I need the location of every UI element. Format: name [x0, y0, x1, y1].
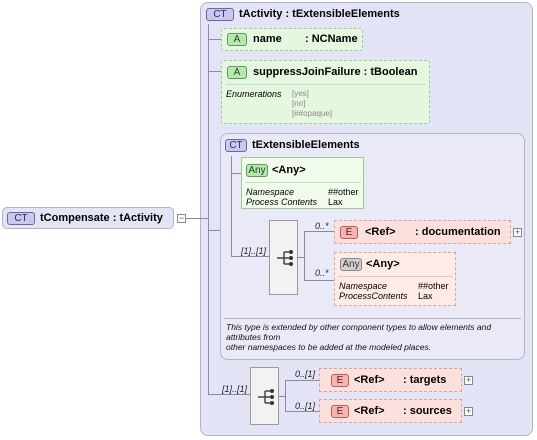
sequence-occurrence: [1]..[1]: [241, 246, 267, 256]
connector-line: [208, 39, 221, 40]
any-element[interactable]: Any <Any> Namespace ##other ProcessConte…: [334, 252, 456, 306]
process-contents-label: Process Contents: [246, 197, 318, 207]
attribute-name-label: name: [253, 33, 282, 45]
connector-line: [304, 231, 334, 232]
expand-icon[interactable]: +: [464, 375, 473, 385]
sources-occurrence: 0..[1]: [295, 401, 316, 411]
expand-icon[interactable]: +: [464, 406, 473, 416]
connector-line: [298, 257, 304, 258]
attribute-suppress-join-failure[interactable]: A suppressJoinFailure : tBoolean Enumera…: [221, 60, 430, 124]
base-title: tActivity : tExtensibleElements: [239, 8, 400, 20]
enum-value: [##opaque]: [292, 109, 333, 118]
connector-line: [208, 96, 209, 394]
attribute-sjf-label: suppressJoinFailure : tBoolean: [253, 66, 418, 78]
collapse-icon[interactable]: −: [177, 213, 186, 223]
sequence-icon: [277, 250, 293, 266]
element-sources[interactable]: E <Ref> : sources: [319, 399, 462, 423]
attribute-connector: [208, 24, 209, 96]
any-element-label: <Any>: [366, 258, 400, 270]
sequence-icon: [258, 389, 274, 405]
divider: [245, 182, 361, 183]
any-element-occurrence: 0..*: [315, 268, 329, 278]
targets-name: : targets: [403, 374, 447, 386]
connector-line: [231, 156, 232, 256]
connector-line: [200, 218, 208, 219]
element-targets[interactable]: E <Ref> : targets: [319, 368, 462, 392]
connector-line: [304, 231, 305, 281]
expand-icon[interactable]: +: [513, 227, 522, 237]
connector-line: [208, 230, 220, 231]
namespace-label: Namespace: [339, 281, 388, 291]
sequence-compositor[interactable]: [269, 220, 298, 295]
connector-line: [285, 411, 319, 412]
namespace-value: ##other: [328, 187, 359, 197]
bottom-sequence-compositor[interactable]: [250, 367, 279, 425]
connector-line: [285, 380, 286, 411]
complex-type-icon: CT: [206, 8, 234, 21]
connector-line: [208, 394, 250, 395]
documentation-ref: <Ref>: [365, 226, 396, 238]
any-attribute[interactable]: Any <Any> Namespace ##other Process Cont…: [241, 157, 364, 209]
enum-value: [yes]: [292, 89, 309, 98]
ext-title: tExtensibleElements: [252, 139, 360, 151]
note-line: other namespaces to be added at the mode…: [226, 342, 432, 352]
attribute-icon: A: [227, 66, 247, 79]
sources-name: : sources: [403, 405, 452, 417]
divider: [338, 276, 453, 277]
namespace-value: ##other: [418, 281, 449, 291]
connector-line: [231, 256, 269, 257]
connector-line: [231, 173, 241, 174]
any-icon: Any: [246, 164, 268, 177]
targets-occurrence: 0..[1]: [295, 369, 316, 379]
targets-ref: <Ref>: [354, 374, 385, 386]
attribute-icon: A: [227, 33, 247, 46]
documentation-name: : documentation: [415, 226, 501, 238]
documentation-occurrence: 0..*: [315, 221, 329, 231]
divider: [224, 318, 521, 319]
attribute-name[interactable]: A name : NCName: [221, 28, 363, 51]
element-documentation[interactable]: E <Ref> : documentation: [334, 220, 511, 244]
complex-type-icon: CT: [7, 212, 35, 225]
divider: [226, 84, 426, 85]
complex-type-icon: CT: [225, 139, 247, 152]
enum-value: [no]: [292, 99, 306, 108]
element-icon: E: [340, 226, 358, 239]
enumerations-label: Enumerations: [226, 89, 282, 99]
process-contents-label: ProcessContents: [339, 291, 408, 301]
process-contents-value: Lax: [418, 291, 433, 301]
bottom-sequence-occurrence: [1]..[1]: [222, 384, 248, 394]
any-icon: Any: [340, 258, 362, 271]
sources-ref: <Ref>: [354, 405, 385, 417]
element-icon: E: [331, 405, 349, 418]
connector-line: [186, 218, 200, 219]
namespace-label: Namespace: [246, 187, 295, 197]
element-icon: E: [331, 374, 349, 387]
note-line: This type is extended by other component…: [226, 322, 492, 342]
root-node[interactable]: CT tCompensate : tActivity: [2, 207, 174, 229]
connector-line: [285, 380, 319, 381]
any-attribute-label: <Any>: [272, 164, 306, 176]
root-label: tCompensate : tActivity: [40, 212, 163, 224]
connector-line: [208, 71, 221, 72]
connector-line: [304, 280, 334, 281]
documentation-note: This type is extended by other component…: [226, 322, 520, 352]
connector-line: [279, 396, 285, 397]
attribute-name-type: : NCName: [305, 33, 358, 45]
process-contents-value: Lax: [328, 197, 343, 207]
